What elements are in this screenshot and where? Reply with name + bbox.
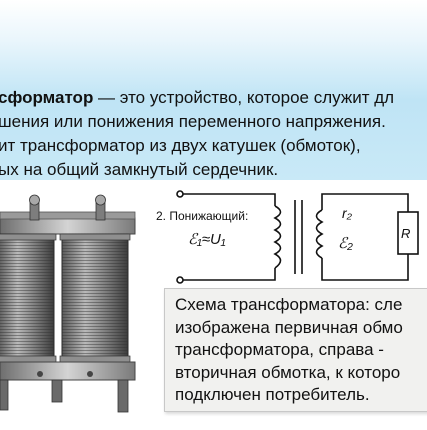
step-down-label: 2. Понижающий:: [156, 209, 248, 223]
primary-lead-top: [183, 193, 276, 206]
primary-emf-label: ℰ₁≈U₁: [188, 231, 226, 248]
caption-line-1: Схема трансформатора: сле: [175, 295, 403, 314]
secondary-lead-top: [321, 193, 409, 230]
intro-line-4: ых на общий замкнутый сердечник.: [0, 160, 279, 179]
base-legs: [0, 371, 129, 413]
top-yoke: [0, 217, 136, 235]
transformer-circuit-diagram: 2. Понижающий: ℰ₁≈U₁ r₂ ℰ₂ R: [156, 190, 419, 284]
caption-line-4: вторичная обмотка, к которо: [175, 362, 401, 382]
caption-text: Схема трансформатора: сле изображена пер…: [175, 294, 427, 407]
right-coil: [59, 233, 131, 363]
intro-line-1-rest: — это устройство, которое служит дл: [93, 88, 395, 107]
intro-text: сформатор — это устройство, которое служ…: [0, 86, 427, 182]
caption-line-3: трансформатора, справа -: [175, 340, 384, 359]
secondary-resistance-label: r₂: [342, 205, 353, 221]
top-bolts: [29, 194, 106, 221]
caption-box: Схема трансформатора: сле изображена пер…: [164, 288, 427, 412]
primary-lead-bottom: [183, 268, 276, 281]
load-resistor: [397, 211, 419, 255]
intro-term: сформатор: [0, 88, 94, 107]
terminal-bottom-left: [176, 276, 184, 284]
secondary-emf-label: ℰ₂: [338, 235, 353, 252]
caption-line-5: подключен потребитель.: [175, 385, 370, 404]
intro-line-3: ит трансформатор из двух катушек (обмото…: [0, 136, 361, 155]
intro-line-1: сформатор — это устройство, которое служ…: [0, 86, 427, 110]
caption-line-2: изображена первичная обмо: [175, 317, 403, 337]
intro-line-2: шения или понижения переменного напряжен…: [0, 112, 386, 131]
left-coil: [0, 233, 57, 363]
header-band: [0, 0, 427, 180]
bottom-yoke: [0, 361, 136, 381]
terminal-top-left: [176, 190, 184, 198]
secondary-lead-bottom: [321, 254, 409, 281]
transformer-photo: [0, 194, 136, 413]
secondary-coil: [315, 209, 324, 259]
primary-coil: [273, 205, 282, 269]
load-label: R: [401, 226, 410, 241]
